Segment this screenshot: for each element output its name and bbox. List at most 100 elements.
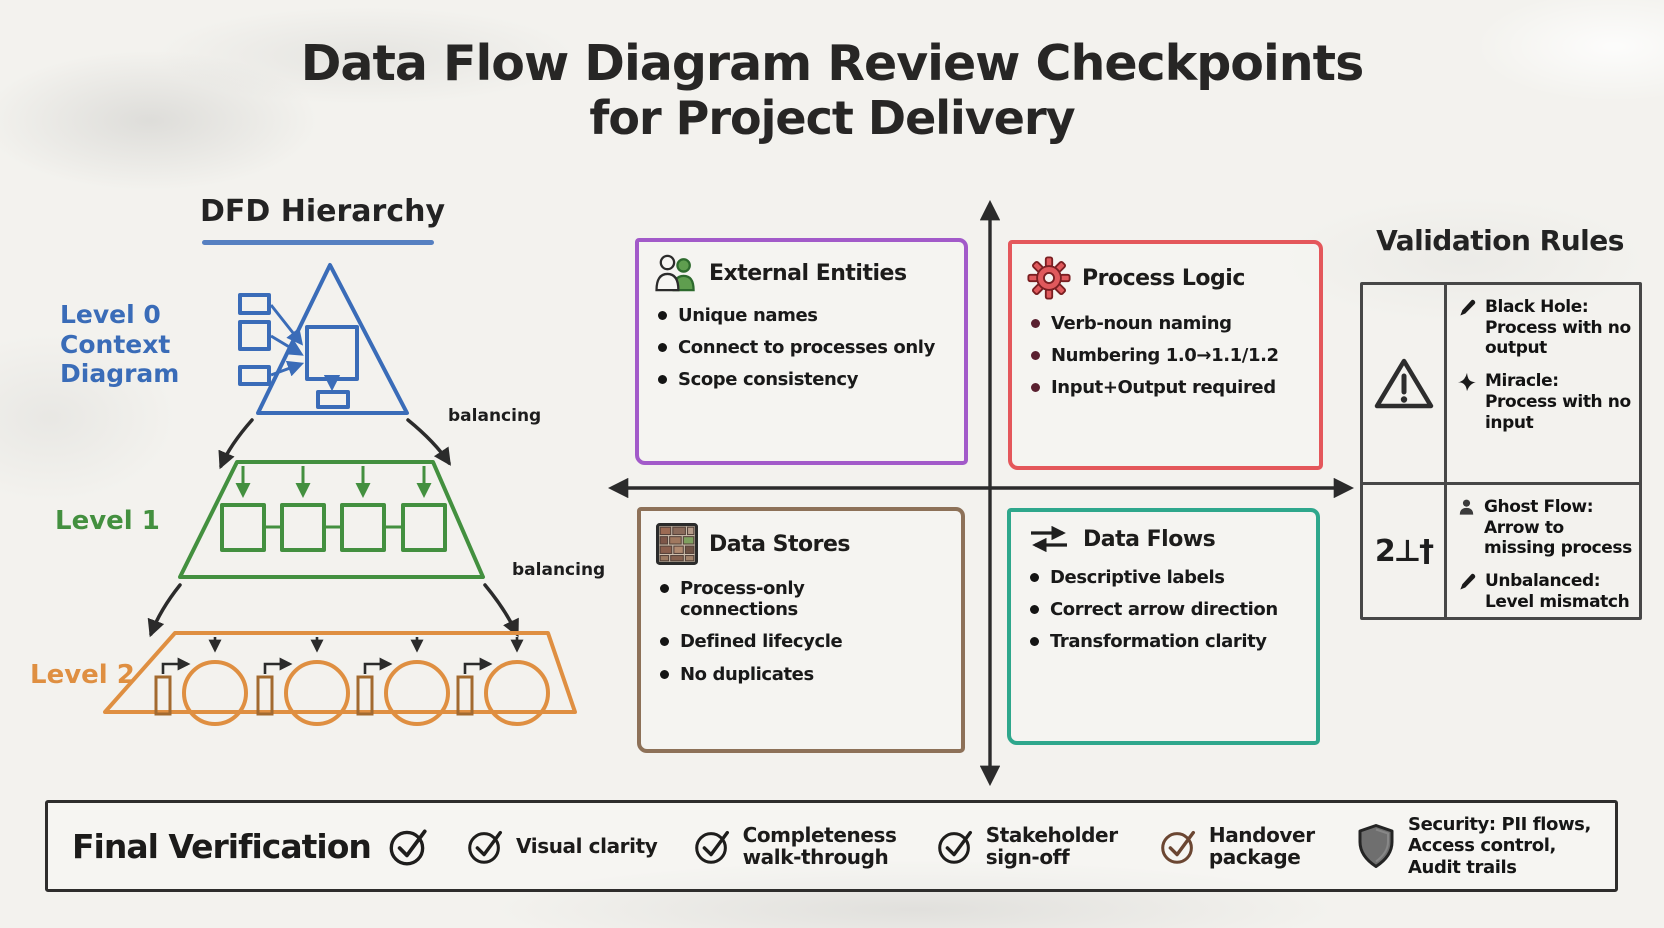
- bullet-text: Numbering 1.0→1.1/1.2: [1051, 345, 1279, 367]
- bullet-text: Input+Output required: [1051, 377, 1276, 399]
- rule-desc: Arrow to missing process: [1484, 517, 1632, 559]
- quadrant-axes: [607, 199, 1355, 787]
- warning-triangle-icon: [1374, 358, 1433, 408]
- validation-entry: Unbalanced: Level mismatch: [1457, 571, 1633, 612]
- bullet-text: Correct arrow direction: [1050, 599, 1278, 621]
- balancing-label-top: balancing: [448, 406, 542, 426]
- bullet-item: Transformation clarity: [1030, 631, 1301, 652]
- bullet-text: Defined lifecycle: [680, 631, 843, 653]
- bullet-item: Connect to processes only: [658, 337, 949, 358]
- level-mismatch-glyph: 2⊥†: [1374, 533, 1434, 569]
- level0-label: Level 0 Context Diagram: [60, 300, 180, 388]
- check-icon: [694, 830, 729, 864]
- security-note-line: Security: PII flows,: [1408, 813, 1591, 835]
- shield-icon: [1358, 824, 1394, 868]
- decompose-arrows-1: [218, 418, 451, 470]
- check-icon: [468, 830, 503, 864]
- checkpoint-stakeholder-signoff: Stakeholder sign-off: [934, 824, 1124, 868]
- bullet-item: Correct arrow direction: [1030, 599, 1301, 620]
- rule-name: Ghost Flow:: [1484, 497, 1594, 517]
- bullet-text: Process-only connections: [680, 578, 805, 621]
- final-verification-title-group: Final Verification: [72, 823, 431, 869]
- bullet-dot: [1030, 605, 1039, 615]
- level0-flow-arrows: [269, 304, 341, 392]
- checkpoint-label: Stakeholder sign-off: [985, 823, 1118, 869]
- hierarchy-heading: DFD Hierarchy: [200, 194, 446, 229]
- checkpoint-handover-package: Handover package: [1157, 824, 1323, 868]
- bullet-item: Input+Output required: [1031, 377, 1304, 398]
- dfd-pyramid-drawing: [103, 263, 577, 726]
- bullet-dot: [1030, 573, 1039, 582]
- rule-name: Unbalanced:: [1485, 571, 1601, 592]
- card-title: Data Stores: [709, 531, 850, 557]
- card-title: Process Logic: [1082, 265, 1245, 291]
- bullet-text: Scope consistency: [678, 369, 859, 391]
- bullet-text: Connect to processes only: [678, 337, 935, 359]
- level1-flow-arrows: [235, 466, 432, 498]
- bricks-icon: [656, 523, 698, 565]
- bullet-dot: [1030, 637, 1039, 647]
- person-icon: [1459, 499, 1474, 515]
- bullet-dot: [658, 311, 667, 320]
- bullet-dot: [660, 584, 669, 593]
- page-title: Data Flow Diagram Review Checkpoints for…: [0, 35, 1664, 145]
- balancing-label-bottom: balancing: [512, 560, 606, 580]
- level2-data-stores: [154, 675, 474, 716]
- bullet-dot: [1031, 351, 1040, 361]
- bullet-text: Verb-noun naming: [1051, 313, 1232, 334]
- rule-name: Miracle:: [1485, 371, 1559, 392]
- checkpoint-security: Security: PII flows,Access control,Audit…: [1356, 814, 1591, 879]
- bullet-item: Scope consistency: [658, 369, 949, 390]
- validation-row: 2⊥† Ghost Flow: Arrow to missing process…: [1363, 485, 1639, 617]
- validation-entries: Black Hole: Process with no output Mirac…: [1447, 285, 1639, 482]
- bullet-item: Numbering 1.0→1.1/1.2: [1031, 345, 1304, 366]
- bullet-item: Process-only connections: [660, 578, 946, 620]
- rule-desc: Level mismatch: [1485, 591, 1630, 612]
- bullet-text: Transformation clarity: [1050, 631, 1267, 653]
- bullet-item: No duplicates: [660, 664, 946, 685]
- bullet-dot: [660, 669, 669, 679]
- pencil-icon: [1460, 574, 1476, 590]
- bullet-item: Verb-noun naming: [1031, 313, 1304, 334]
- check-icon: [1161, 830, 1195, 864]
- bullet-text: Unique names: [678, 305, 818, 326]
- checkpoint-label: Visual clarity: [516, 834, 658, 858]
- level2-diagram: [103, 631, 577, 726]
- gear-icon: [1027, 256, 1071, 300]
- validation-entry-text: Unbalanced: Level mismatch: [1485, 571, 1633, 612]
- checkpoint-visual-clarity: Visual clarity: [464, 825, 658, 867]
- checkpoint-label: Completeness walk-through: [742, 823, 897, 869]
- hierarchy-underline: [202, 240, 434, 245]
- card-title: Data Flows: [1083, 526, 1216, 552]
- page-title-line1: Data Flow Diagram Review Checkpoints: [300, 35, 1364, 92]
- card-header: Data Stores: [656, 523, 946, 565]
- validation-heading: Validation Rules: [1376, 224, 1624, 257]
- validation-badge-cell: [1363, 285, 1447, 482]
- level2-flow-arrows: [161, 637, 524, 674]
- card-header: Data Flows: [1026, 524, 1301, 554]
- security-note: Security: PII flows,Access control,Audit…: [1408, 814, 1591, 879]
- bullet-item: Defined lifecycle: [660, 631, 946, 652]
- validation-row: Black Hole: Process with no output Mirac…: [1363, 285, 1639, 485]
- final-verification-title: Final Verification: [72, 826, 372, 866]
- validation-entry: Ghost Flow: Arrow to missing process: [1457, 497, 1633, 559]
- security-note-line: Access control,: [1408, 835, 1556, 857]
- check-icon: [937, 830, 972, 864]
- level1-label: Level 1: [55, 506, 160, 536]
- rule-desc: Process with no output: [1485, 317, 1631, 359]
- sparkle-icon: [1457, 373, 1477, 392]
- page-title-line2: for Project Delivery: [589, 90, 1075, 145]
- card-header: External Entities: [654, 254, 949, 292]
- checkpoint-label: Handover package: [1208, 823, 1315, 869]
- rule-desc: Process with no input: [1485, 391, 1631, 433]
- bullet-text: Descriptive labels: [1050, 567, 1225, 588]
- validation-entry: Miracle: Process with no input: [1457, 371, 1633, 433]
- bullet-item: Descriptive labels: [1030, 567, 1301, 588]
- validation-entries: Ghost Flow: Arrow to missing process Unb…: [1447, 485, 1639, 617]
